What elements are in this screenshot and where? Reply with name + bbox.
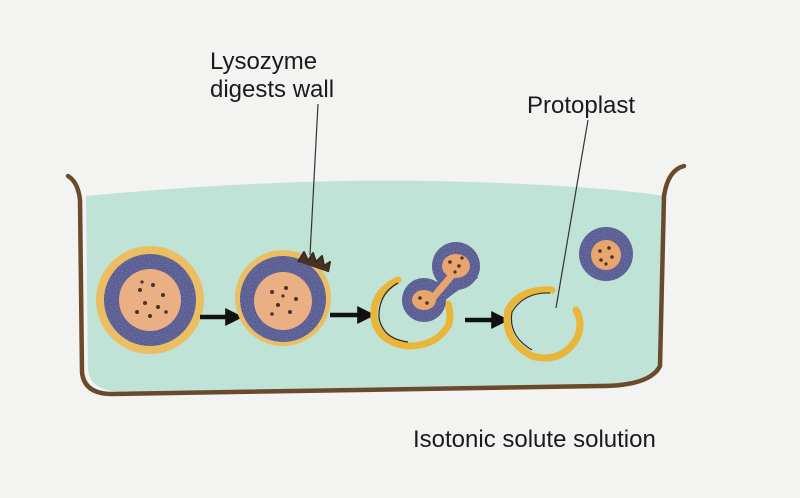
free-protoplast xyxy=(579,227,633,281)
lysozyme-leader-line xyxy=(309,103,319,256)
granules xyxy=(135,280,168,318)
lysozyme-label-line2: digests wall xyxy=(210,76,335,103)
dish-outline xyxy=(65,163,687,397)
protoplast-label: Protoplast xyxy=(527,92,636,119)
protoplast-leader-line xyxy=(555,119,589,309)
lysozyme-label-line1: Lysozyme xyxy=(210,48,318,75)
granules xyxy=(418,256,464,305)
cytoplasm xyxy=(119,269,181,331)
broken-cell-wall xyxy=(370,276,454,350)
lysozyme-label: Lysozyme digests wall xyxy=(210,48,334,104)
granules xyxy=(598,246,614,266)
empty-cell-wall xyxy=(503,286,584,362)
digesting-cell xyxy=(235,250,331,346)
cytoplasm xyxy=(442,254,470,278)
cytoplasm xyxy=(412,290,436,310)
granules xyxy=(270,286,298,316)
solution-label: Isotonic solute solution xyxy=(413,426,656,453)
intact-cell xyxy=(96,246,204,354)
cytoplasm xyxy=(254,272,312,330)
lysozyme-enzymes xyxy=(297,251,331,273)
broken-cell-wall-inner xyxy=(378,282,409,343)
escaping-protoplast xyxy=(370,242,480,350)
